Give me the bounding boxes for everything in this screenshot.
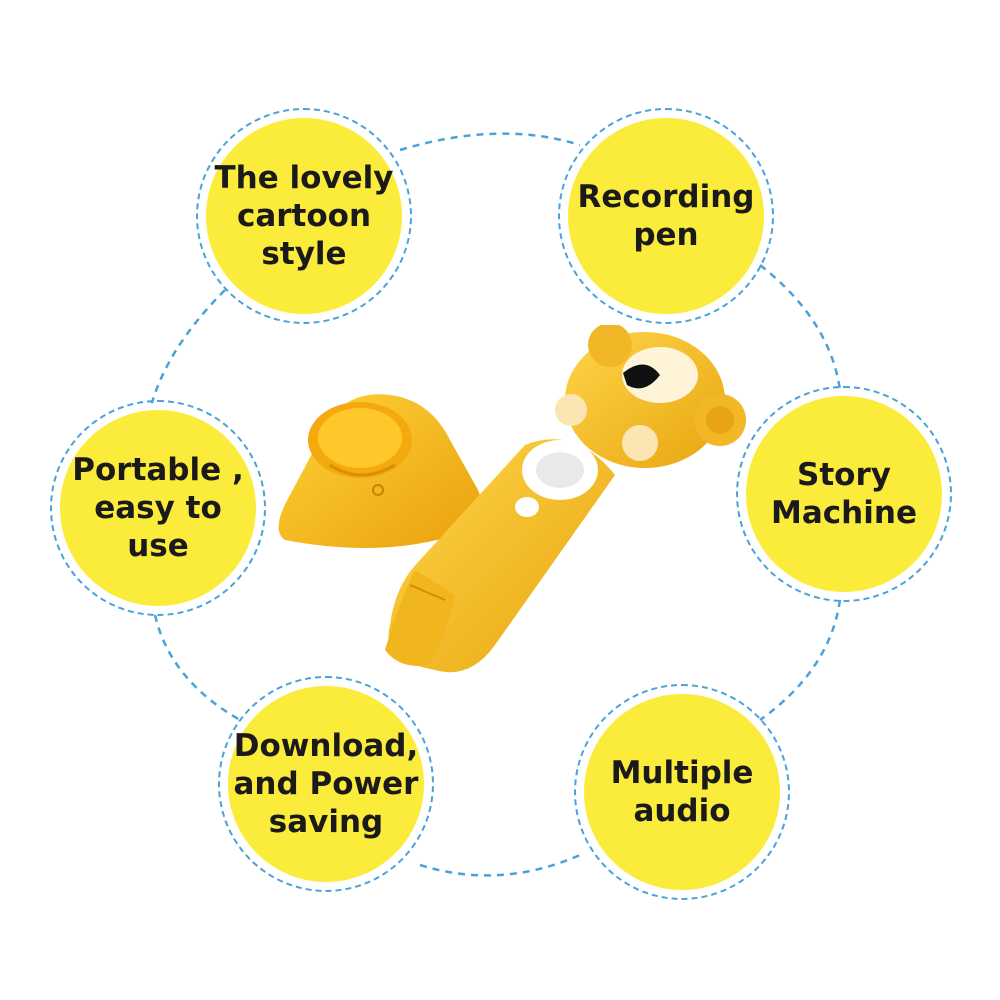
feature-label: Story Machine [771, 457, 917, 531]
connector-top-right [759, 264, 842, 391]
dashed-ring [196, 108, 412, 324]
connector-bottom-left [153, 614, 241, 722]
dashed-ring [50, 400, 266, 616]
feature-label: Download, and Power saving [233, 728, 419, 840]
feature-circle-recording-pen: Recording pen [568, 118, 764, 314]
feature-circle-multiple-audio: Multiple audio [584, 694, 780, 890]
feature-label: Portable , easy to use [72, 452, 244, 564]
pen-stand-image [278, 394, 483, 548]
dashed-ring [736, 386, 952, 602]
feature-circle-download: Download, and Power saving [228, 686, 424, 882]
feature-label: Multiple audio [610, 755, 754, 829]
connector-top-left [148, 289, 226, 411]
dashed-ring [558, 108, 774, 324]
bear-pen-image [385, 325, 746, 673]
feature-label: Recording pen [577, 179, 755, 253]
feature-circle-portable: Portable , easy to use [60, 410, 256, 606]
connector-bottom-right [759, 599, 842, 722]
connector-top [399, 132, 581, 152]
feature-circle-cartoon-style: The lovely cartoon style [206, 118, 402, 314]
feature-label: The lovely cartoon style [214, 160, 394, 272]
feature-circle-story-machine: Story Machine [746, 396, 942, 592]
connector-bottom [419, 853, 581, 877]
dashed-ring [218, 676, 434, 892]
dashed-ring [574, 684, 790, 900]
